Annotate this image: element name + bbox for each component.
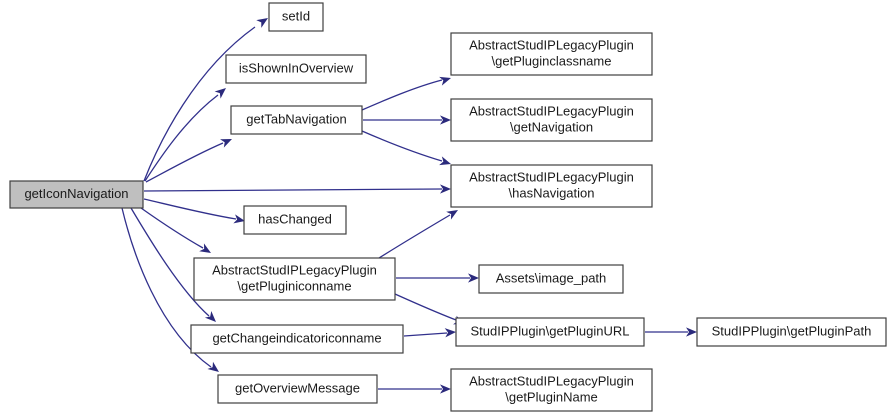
node-box[interactable] [243, 205, 347, 235]
node-label: StudIPPlugin\getPluginPath [712, 323, 872, 338]
node-box[interactable] [230, 105, 363, 135]
node-box[interactable] [450, 98, 653, 142]
edge-arrowhead-icon [220, 139, 232, 148]
node-label: AbstractStudIPLegacyPlugin [212, 262, 377, 277]
node-label: AbstractStudIPLegacyPlugin [469, 373, 634, 388]
graph-node[interactable]: isShownInOverview [225, 54, 367, 84]
node-box[interactable] [455, 317, 645, 347]
node-box[interactable] [450, 32, 653, 76]
graph-node[interactable]: AbstractStudIPLegacyPlugin\getNavigation [450, 98, 653, 142]
graph-edge [378, 384, 451, 394]
node-label: \getNavigation [510, 119, 593, 134]
edge-arrowhead-icon [207, 361, 219, 372]
graph-edge [361, 130, 451, 166]
graph-edge [378, 210, 458, 259]
graph-node[interactable]: StudIPPlugin\getPluginPath [696, 317, 887, 347]
node-box[interactable] [268, 2, 324, 32]
edge-line [145, 142, 224, 183]
graph-node[interactable]: getOverviewMessage [217, 374, 378, 404]
graph-node[interactable]: getTabNavigation [230, 105, 363, 135]
edge-line [143, 198, 237, 220]
edge-line [144, 94, 219, 182]
node-box[interactable] [190, 324, 404, 354]
graph-edge [140, 207, 211, 253]
edge-arrowhead-icon [439, 76, 451, 86]
graph-edge [143, 198, 245, 224]
graph-node[interactable]: setId [268, 2, 324, 32]
node-box[interactable] [478, 264, 624, 294]
node-label: \hasNavigation [509, 185, 595, 200]
graph-edge [143, 18, 268, 182]
edge-arrowhead-icon [440, 384, 451, 394]
edge-line [143, 26, 256, 182]
graph-node[interactable]: AbstractStudIPLegacyPlugin\getPluginicon… [193, 257, 396, 301]
edge-arrowhead-icon [446, 210, 458, 220]
node-box-current[interactable] [9, 180, 144, 209]
graph-node[interactable]: AbstractStudIPLegacyPlugin\hasNavigation [450, 164, 653, 208]
node-label: AbstractStudIPLegacyPlugin [469, 103, 634, 118]
edge-arrowhead-icon [233, 214, 245, 224]
edge-line [140, 207, 204, 249]
edge-arrowhead-icon [468, 273, 479, 283]
edge-line [130, 207, 210, 317]
graph-edge [645, 327, 697, 337]
node-box[interactable] [450, 368, 653, 412]
graph-node[interactable]: getIconNavigation [9, 180, 144, 209]
edge-arrowhead-icon [204, 311, 216, 322]
node-label: StudIPPlugin\getPluginURL [471, 323, 630, 338]
node-box[interactable] [696, 317, 887, 347]
edge-arrowhead-icon [256, 18, 268, 28]
graph-node[interactable]: AbstractStudIPLegacyPlugin\getPluginclas… [450, 32, 653, 76]
graph-node[interactable]: getChangeindicatoriconname [190, 324, 404, 354]
graph-node[interactable]: Assets\image_path [478, 264, 624, 294]
graph-edge [145, 139, 232, 183]
edge-line [378, 214, 451, 259]
node-label: \getPluginName [505, 389, 598, 404]
edge-line [403, 332, 448, 337]
graph-node[interactable]: hasChanged [243, 205, 347, 235]
node-label: Assets\image_path [496, 270, 607, 285]
node-box[interactable] [217, 374, 378, 404]
graph-edge [396, 273, 479, 283]
graph-edge [144, 88, 226, 182]
edge-arrowhead-icon [440, 115, 451, 125]
graph-node[interactable]: StudIPPlugin\getPluginURL [455, 317, 645, 347]
node-label: setId [282, 8, 310, 23]
node-label: getChangeindicatoriconname [212, 330, 381, 345]
node-label: \getPluginiconname [237, 278, 351, 293]
node-label: getTabNavigation [246, 111, 346, 126]
graph-node[interactable]: AbstractStudIPLegacyPlugin\getPluginName [450, 368, 653, 412]
node-box[interactable] [225, 54, 367, 84]
node-layer: getIconNavigation setId isShownInOverview g… [9, 2, 887, 412]
edge-line [394, 293, 457, 321]
node-label: \getPluginclassname [492, 53, 612, 68]
graph-edge [403, 328, 456, 338]
graph-edge [363, 115, 451, 125]
edge-arrowhead-icon [686, 327, 697, 337]
edge-arrowhead-icon [199, 243, 211, 253]
node-label: hasChanged [258, 211, 332, 226]
edge-line [361, 79, 443, 111]
graph-edge [361, 76, 451, 111]
node-box[interactable] [450, 164, 653, 208]
node-label: AbstractStudIPLegacyPlugin [469, 169, 634, 184]
edge-line [361, 130, 443, 162]
node-label: getIconNavigation [24, 186, 128, 201]
edge-arrowhead-icon [444, 328, 456, 338]
node-label: AbstractStudIPLegacyPlugin [469, 37, 634, 52]
node-box[interactable] [193, 257, 396, 301]
node-label: isShownInOverview [239, 60, 354, 75]
graph-edge [130, 207, 216, 322]
edge-arrowhead-icon [439, 156, 451, 166]
edge-arrowhead-icon [440, 184, 451, 194]
edge-arrowhead-icon [214, 88, 226, 99]
node-label: getOverviewMessage [235, 380, 360, 395]
edge-line [143, 188, 443, 192]
graph-edge [143, 184, 451, 194]
